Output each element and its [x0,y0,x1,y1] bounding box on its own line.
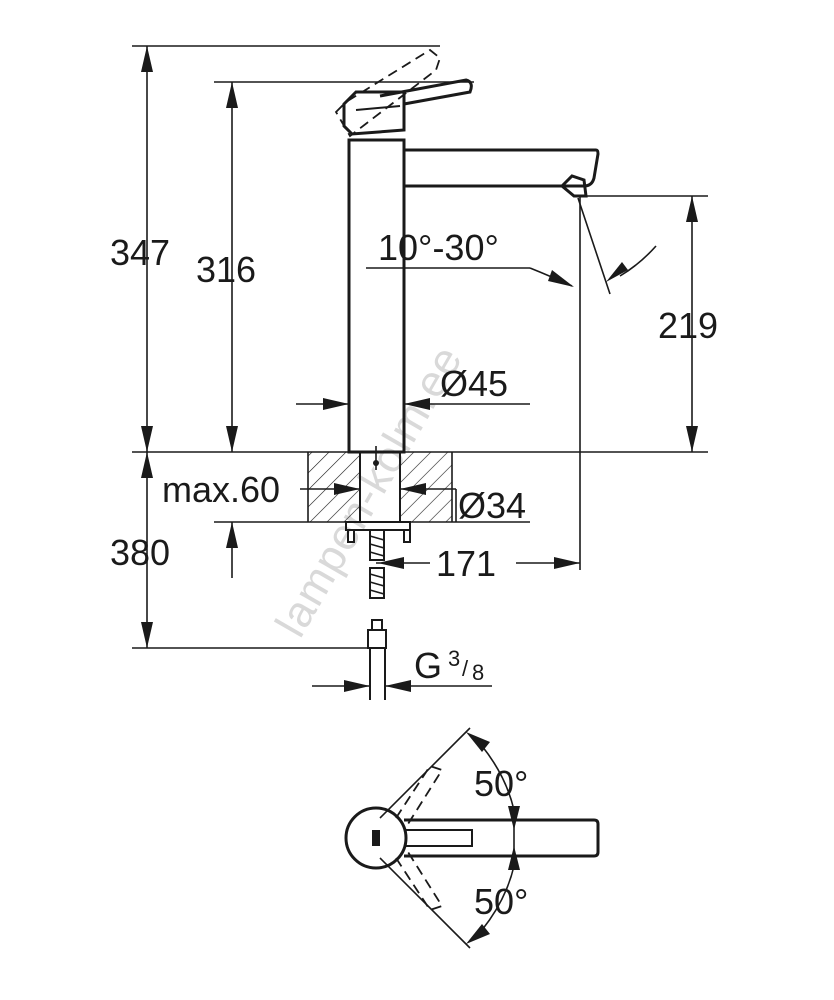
hose-lower [369,567,385,599]
lever-alt-position [334,48,442,138]
label-d45: Ø45 [440,363,508,404]
label-fraction-den: 8 [472,660,484,685]
svg-text:/: / [462,656,469,681]
hose-upper [369,529,385,561]
top-view: 50° 50° [344,727,600,949]
label-10-30: 10°-30° [378,227,499,268]
dim-swivel-angle: 10°-30° [366,196,657,570]
label-347: 347 [110,232,170,273]
faucet-body [334,48,600,454]
top-lever [404,829,473,847]
dim-hole-diameter: Ø34 [400,483,526,526]
top-indicator [372,830,380,846]
label-g: G [414,645,442,686]
dim-spout-height: 316 [196,81,474,452]
lever-arm [379,78,473,106]
faucet-spout [404,148,600,188]
label-max60: max.60 [162,469,280,510]
label-219: 219 [658,305,718,346]
top-spout [404,818,600,858]
dim-total-height: 347 [110,45,440,452]
label-50-lower: 50° [474,881,528,922]
top-lever-alt-down [395,851,444,912]
aerator [559,174,588,198]
top-lever-alt-up [395,764,444,825]
dim-connection-thread: G 3 / 8 [312,645,492,692]
dim-body-diameter: Ø45 [296,363,530,410]
side-view: 347 316 219 10°-30° [110,45,718,700]
dim-spout-projection: 171 [376,543,580,584]
label-fraction-num: 3 [448,646,460,671]
top-body-circle [344,806,408,870]
label-316: 316 [196,249,256,290]
shank [345,446,411,700]
label-380: 380 [110,532,170,573]
label-d34: Ø34 [458,485,526,526]
dim-outlet-height: 219 [580,195,718,452]
label-50-upper: 50° [474,763,528,804]
hose-connector [367,629,387,649]
label-171: 171 [436,543,496,584]
dim-hose-length: 380 [110,452,370,649]
dim-max-deck: max.60 [162,469,360,510]
